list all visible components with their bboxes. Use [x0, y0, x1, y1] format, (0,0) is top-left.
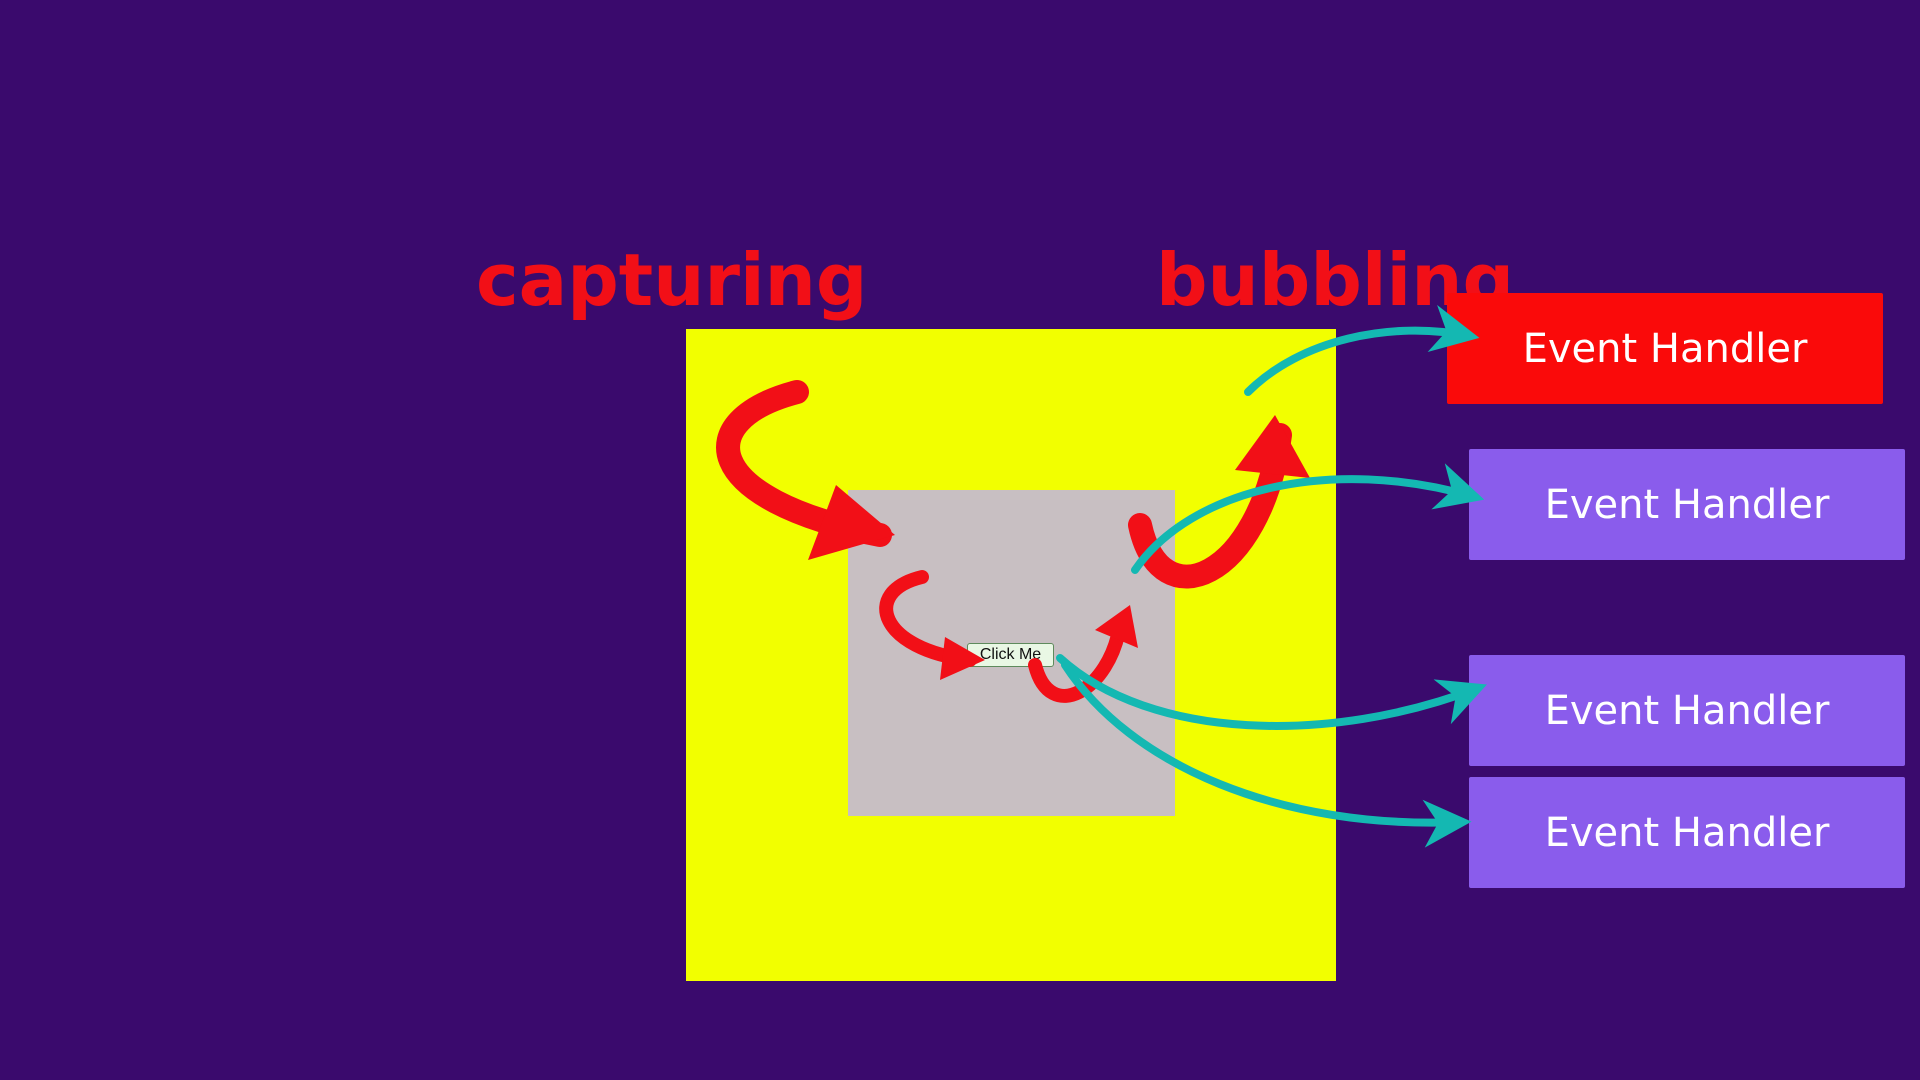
- click-me-button[interactable]: Click Me: [967, 643, 1054, 667]
- event-handler-inner-bubbling: Event Handler: [1469, 449, 1905, 560]
- event-handler-outer-bubbling: Event Handler: [1447, 293, 1883, 404]
- event-handler-button-1: Event Handler: [1469, 655, 1905, 766]
- event-handler-button-2: Event Handler: [1469, 777, 1905, 888]
- capturing-label: capturing: [476, 238, 868, 322]
